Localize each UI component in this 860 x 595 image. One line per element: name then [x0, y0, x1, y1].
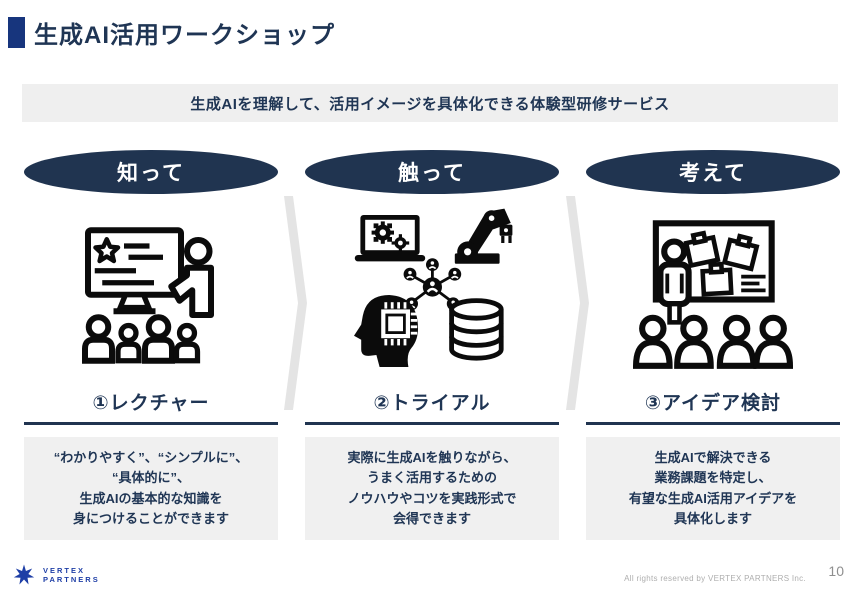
- step-label-2: ②トライアル: [305, 388, 559, 425]
- logo-wordmark: VERTEX PARTNERS: [43, 566, 100, 585]
- description-line: ノウハウやコツを実践形式で: [347, 490, 517, 506]
- description-box-3: 生成AIで解決できる 業務課題を特定し、 有望な生成AI活用アイデアを 具体化し…: [586, 437, 840, 540]
- description-line: 業務課題を特定し、: [654, 470, 772, 486]
- ai-tools-trial-icon: [354, 208, 513, 367]
- step-header-label-2: 触って: [398, 162, 466, 185]
- icon-area-3: [586, 194, 840, 388]
- icon-area-1: [24, 194, 278, 388]
- description-line: 身につけることができます: [72, 510, 229, 526]
- step-header-ellipse-1: 知って: [24, 150, 278, 194]
- idea-board-discussion-icon: [633, 219, 793, 369]
- column-lecture: 知って: [24, 150, 278, 540]
- title-accent-square: [8, 17, 25, 48]
- step-header-ellipse-2: 触って: [305, 150, 559, 194]
- page-number: 10: [828, 563, 844, 579]
- description-box-2: 実際に生成AIを触りながら、 うまく活用するための ノウハウやコツを実践形式で …: [305, 437, 559, 540]
- description-line: 会得できます: [392, 510, 471, 526]
- step-header-label-1: 知って: [117, 162, 185, 185]
- step-label-3: ③アイデア検討: [586, 388, 840, 425]
- chevron-right-separator-1: [284, 196, 307, 410]
- logo-line-1: VERTEX: [43, 565, 86, 575]
- title-row: 生成AI活用ワークショップ: [8, 15, 335, 50]
- description-box-1: “わかりやすく”、“シンプルに”、 “具体的に”、 生成AIの基本的な知識を 身…: [24, 437, 278, 540]
- description-line: 生成AIで解決できる: [654, 450, 772, 466]
- company-logo: VERTEX PARTNERS: [12, 563, 100, 587]
- description-line: うまく活用するための: [366, 470, 497, 486]
- description-line: “具体的に”、: [111, 470, 190, 486]
- subtitle-banner: 生成AIを理解して、活用イメージを具体化できる体験型研修サービス: [22, 84, 838, 122]
- page-title: 生成AI活用ワークショップ: [34, 22, 335, 49]
- description-line: “わかりやすく”、“シンプルに”、: [53, 450, 249, 466]
- description-line: 生成AIの基本的な知識を: [79, 490, 223, 506]
- lecture-screen-audience-icon: [82, 227, 214, 364]
- column-idea: 考えて: [586, 150, 840, 540]
- step-header-ellipse-3: 考えて: [586, 150, 840, 194]
- icon-area-2: [305, 194, 559, 388]
- chevron-right-separator-2: [566, 196, 589, 410]
- step-label-1: ①レクチャー: [24, 388, 278, 425]
- description-line: 具体化します: [673, 510, 752, 526]
- step-header-label-3: 考えて: [679, 162, 747, 185]
- vertex-star-icon: [13, 564, 35, 585]
- copyright-text: All rights reserved by VERTEX PARTNERS I…: [624, 574, 806, 583]
- column-trial: 触って: [305, 150, 559, 540]
- description-line: 有望な生成AI活用アイデアを: [628, 490, 798, 506]
- logo-line-2: PARTNERS: [43, 575, 100, 584]
- subtitle-banner-text: 生成AIを理解して、活用イメージを具体化できる体験型研修サービス: [190, 95, 670, 113]
- description-line: 実際に生成AIを触りながら、: [347, 450, 517, 466]
- three-step-columns: 知って: [24, 150, 840, 540]
